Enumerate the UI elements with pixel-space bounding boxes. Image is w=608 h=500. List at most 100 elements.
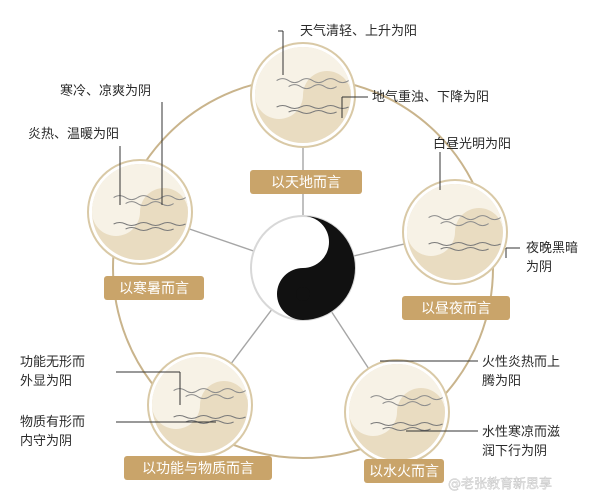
medallion-2 [402,179,508,285]
sketch-stroke [324,78,349,84]
annotation-text: 润下行为阴 [482,444,547,459]
annotation-text: 地气重浊、下降为阳 [372,89,489,105]
sketch-stroke [464,247,489,251]
sketch-stroke [406,427,431,431]
sketch-stroke [221,388,246,394]
pill-background [250,170,362,194]
sketch-stroke [276,105,301,109]
annotation-text: 火性炎热而上 [482,355,560,370]
sketch-stroke [221,415,246,419]
annotation-5-2: 炎热、温暖为阳 [28,127,121,205]
annotation-text: 水性寒凉而滋 [482,424,560,440]
sketch-stroke [428,242,453,246]
sketch-stroke [312,84,337,90]
annotation-text: 内守为阴 [20,433,72,449]
pill-title: 以功能与物质而言 [142,461,254,477]
pill-background [402,296,510,320]
title-pill-5: 以寒暑而言 [104,276,204,300]
annotation-1-2: 地气重浊、下降为阳 [341,89,489,118]
annotation-text: 功能无形而 [20,355,85,370]
sketch-stroke [324,105,349,109]
medallion-light-half [152,357,248,429]
sketch-stroke [113,222,138,226]
sketch-stroke [312,110,337,114]
pill-background [124,456,272,480]
sketch-stroke [394,395,419,401]
title-pill-3: 以水火而言 [364,459,444,483]
sketch-stroke [173,388,198,394]
sketch-stroke [149,227,174,231]
sketch-stroke [300,78,325,84]
sketch-stroke [300,105,325,109]
sketch-stroke [125,201,150,207]
sketch-stroke [209,420,234,424]
sketch-stroke [394,422,419,426]
sketch-stroke [197,415,222,419]
sketch-stroke [476,215,501,221]
sketch-stroke [406,401,431,407]
pill-title: 以天地而言 [271,175,341,191]
title-pill-4: 以功能与物质而言 [124,456,272,480]
annotation-text: 炎热、温暖为阳 [28,127,119,142]
annotation-text: 寒冷、凉爽为阴 [60,83,151,99]
sketch-stroke [137,195,162,201]
sketch-stroke [370,422,395,426]
annotation-5-1: 寒冷、凉爽为阴 [60,83,163,205]
sketch-stroke [161,222,186,226]
sketch-stroke [418,395,443,401]
sketch-stroke [125,227,150,231]
sketch-stroke [288,84,313,90]
medallion-5 [87,159,193,265]
pill-background [364,459,444,483]
sketch-stroke [113,195,138,201]
sketch-stroke [452,215,477,221]
medallion-4 [147,352,253,458]
sketch-stroke [382,401,407,407]
annotation-text: 外显为阳 [20,374,72,389]
medallion-1 [250,42,356,148]
sketch-stroke [440,247,465,251]
title-pill-2: 以昼夜而言 [402,296,510,320]
sketch-stroke [197,388,222,394]
medallion-light-half [407,184,503,256]
annotation-text: 腾为阳 [482,373,521,389]
sketch-stroke [288,110,313,114]
sketch-stroke [440,221,465,227]
sketch-stroke [464,221,489,227]
annotation-text: 物质有形而 [20,415,85,430]
watermark: @老张教育新思享 [448,476,552,492]
sketch-stroke [209,394,234,400]
sketch-stroke [452,242,477,246]
pill-title: 以昼夜而言 [421,301,491,317]
sketch-stroke [173,415,198,419]
medallion-light-half [349,364,445,436]
pill-title: 以水火而言 [369,464,439,480]
medallion-3 [344,359,450,465]
sketch-stroke [382,427,407,431]
sketch-stroke [370,395,395,401]
sketch-stroke [476,242,501,246]
annotation-text: 天气清轻、上升为阳 [300,23,417,39]
pill-title: 以寒暑而言 [119,280,189,297]
pill-background [104,276,204,300]
annotation-text: 夜晚黑暗 [526,241,578,256]
medallions [87,42,508,465]
annotation-text: 为阴 [526,260,552,275]
annotation-text: 白昼光明为阳 [433,136,511,152]
annotation-2-1: 白昼光明为阳 [433,136,511,190]
taiji-symbol [250,215,356,321]
annotation-1-1: 天气清轻、上升为阳 [278,23,417,75]
sketch-stroke [161,195,186,201]
title-pill-1: 以天地而言 [250,170,362,194]
annotations: 天气清轻、上升为阳地气重浊、下降为阳白昼光明为阳夜晚黑暗为阴火性炎热而上腾为阳水… [20,23,578,459]
sketch-stroke [428,215,453,221]
sketch-stroke [418,422,443,426]
sketch-stroke [137,222,162,226]
